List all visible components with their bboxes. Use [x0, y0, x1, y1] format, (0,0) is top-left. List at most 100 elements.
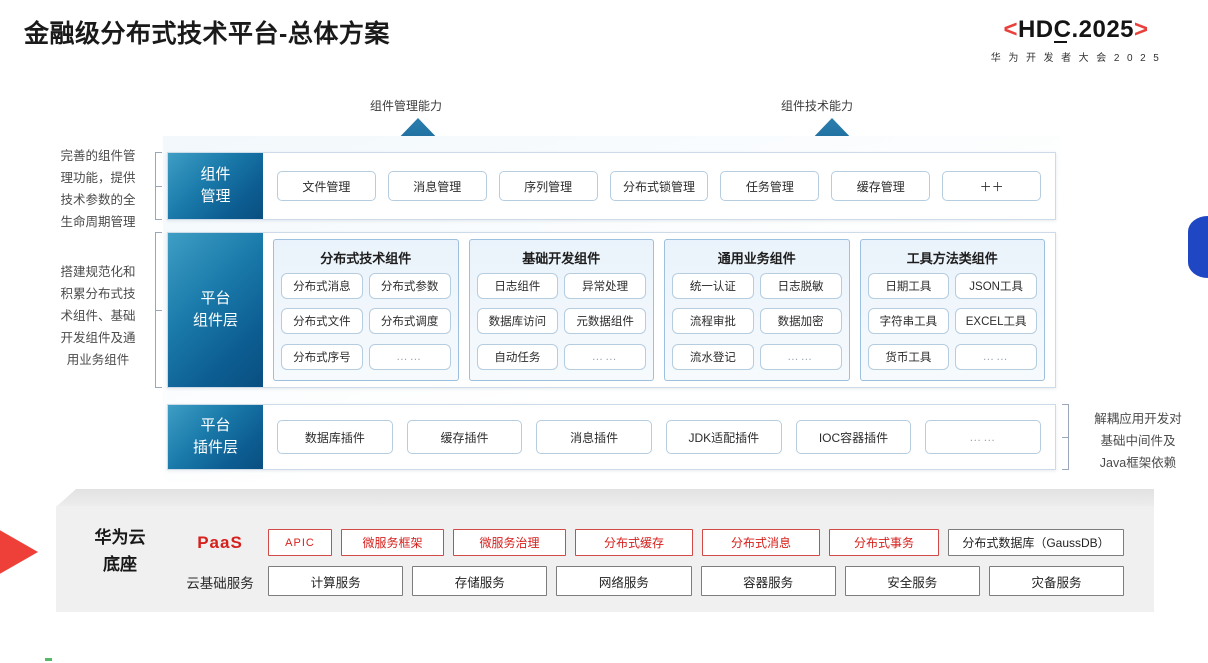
chip-microservice-framework[interactable]: 微服务框架	[341, 529, 444, 556]
pill-distributed-message[interactable]: 分布式消息	[281, 273, 363, 299]
row-platform-plugin-layer: 平台 插件层 数据库插件 缓存插件 消息插件 JDK适配插件 IOC容器插件 ……	[167, 404, 1056, 470]
chip-storage-service[interactable]: 存储服务	[412, 566, 548, 596]
pill-transaction-record[interactable]: 流水登记	[672, 343, 754, 370]
base-title-line1: 华为云	[94, 528, 146, 547]
row-label-line2: 组件层	[192, 312, 238, 329]
logo-right-bracket-icon: >	[1134, 16, 1149, 43]
hdc-logo: <HDC.2025> 华 为 开 发 者 大 会 2 0 2 5	[956, 16, 1196, 64]
chip-security-service[interactable]: 安全服务	[844, 566, 980, 596]
pill-more-tools[interactable]: ……	[955, 343, 1037, 370]
page-title: 金融级分布式技术平台-总体方案	[24, 20, 390, 48]
pill-more-plugins[interactable]: ……	[925, 420, 1042, 454]
chip-disaster-recovery-service[interactable]: 灾备服务	[988, 566, 1125, 596]
pill-message-management[interactable]: 消息管理	[387, 171, 487, 201]
chip-network-service[interactable]: 网络服务	[556, 566, 692, 596]
base-panel-top-edge	[56, 489, 1154, 507]
pill-data-encryption[interactable]: 数据加密	[759, 308, 842, 335]
row-label-platform-plugin-layer: 平台 插件层	[168, 405, 263, 469]
group-title: 分布式技术组件	[320, 251, 412, 266]
chip-apic[interactable]: APIC	[268, 529, 332, 556]
pill-json-tool[interactable]: JSON工具	[955, 273, 1037, 299]
base-panel	[56, 506, 1154, 612]
pill-automatic-task[interactable]: 自动任务	[476, 343, 559, 370]
pill-jdk-adapter-plugin[interactable]: JDK适配插件	[666, 420, 782, 454]
pill-database-access[interactable]: 数据库访问	[476, 308, 559, 335]
pill-database-plugin[interactable]: 数据库插件	[277, 420, 393, 454]
pill-cache-plugin[interactable]: 缓存插件	[406, 420, 523, 454]
pill-ioc-container-plugin[interactable]: IOC容器插件	[795, 420, 912, 454]
arrow-label-management: 组件管理能力	[370, 99, 443, 113]
pill-distributed-lock-management[interactable]: 分布式锁管理	[609, 171, 709, 201]
pill-distributed-parameter[interactable]: 分布式参数	[368, 273, 451, 299]
row-label-line1: 平台	[200, 417, 231, 435]
row-label-platform-component-layer: 平台 组件层	[168, 233, 263, 387]
right-note-plugin: 解耦应用开发对 基础中间件及 Java框架依赖	[1094, 412, 1182, 470]
pill-log-component[interactable]: 日志组件	[476, 273, 559, 299]
base-title-line2: 底座	[103, 555, 137, 575]
cloud-services-row: 计算服务 存储服务 网络服务 容器服务 安全服务 灾备服务	[268, 566, 1125, 596]
group-items: 日期工具 JSON工具 字符串工具 EXCEL工具 货币工具 ……	[867, 273, 1037, 373]
row-label-component-management: 组件 管理	[168, 153, 263, 219]
red-wedge-decoration	[0, 512, 38, 592]
pill-more-distributed[interactable]: ……	[368, 343, 451, 370]
row-body-component-management: 文件管理 消息管理 序列管理 分布式锁管理 任务管理 缓存管理 ＋＋	[263, 153, 1055, 219]
pill-log-desensitization[interactable]: 日志脱敏	[759, 273, 842, 299]
chip-distributed-database[interactable]: 分布式数据库（GaussDB）	[948, 529, 1124, 556]
row-label-line1: 组件	[200, 166, 231, 184]
left-note-management: 完善的组件管 理功能，提供 技术参数的全 生命周期管理	[60, 149, 136, 229]
chip-distributed-cache[interactable]: 分布式缓存	[575, 529, 693, 556]
group-general-business-components: 通用业务组件 统一认证 日志脱敏 流程审批 数据加密 流水登记 ……	[664, 239, 850, 381]
pill-exception-handling[interactable]: 异常处理	[564, 273, 646, 299]
pill-distributed-sequence[interactable]: 分布式序号	[281, 343, 363, 370]
row-body-platform-plugin-layer: 数据库插件 缓存插件 消息插件 JDK适配插件 IOC容器插件 ……	[263, 405, 1055, 469]
green-mark-decoration	[45, 658, 52, 661]
chip-container-service[interactable]: 容器服务	[700, 566, 836, 596]
bracket-component-layer	[155, 232, 162, 388]
arrow-label-technology: 组件技术能力	[781, 99, 854, 113]
group-title: 工具方法类组件	[906, 251, 998, 266]
pill-file-management[interactable]: 文件管理	[277, 171, 376, 201]
pill-more-basic[interactable]: ……	[564, 343, 646, 370]
pill-cache-management[interactable]: 缓存管理	[831, 171, 931, 201]
hdc-logo-subtitle: 华 为 开 发 者 大 会 2 0 2 5	[990, 53, 1162, 64]
base-title: 华为云 底座	[74, 524, 166, 578]
logo-left-bracket-icon: <	[1003, 16, 1018, 43]
pill-more-business[interactable]: ……	[759, 343, 842, 370]
bracket-management	[155, 152, 162, 220]
chip-microservice-governance[interactable]: 微服务治理	[453, 529, 566, 556]
pill-sequence-management[interactable]: 序列管理	[498, 171, 598, 201]
hdc-logo-main: <HDC.2025>	[956, 16, 1196, 44]
pill-excel-tool[interactable]: EXCEL工具	[955, 308, 1037, 335]
bracket-plugin-layer	[1062, 404, 1069, 470]
left-note-components: 搭建规范化和 积累分布式技 术组件、基础 开发组件及通 用业务组件	[60, 265, 136, 367]
row-label-line2: 管理	[200, 188, 231, 205]
group-items: 分布式消息 分布式参数 分布式文件 分布式调度 分布式序号 ……	[281, 273, 451, 373]
group-tool-method-components: 工具方法类组件 日期工具 JSON工具 字符串工具 EXCEL工具 货币工具 ……	[859, 239, 1045, 381]
paas-services-row: APIC 微服务框架 微服务治理 分布式缓存 分布式消息 分布式事务 分布式数据…	[268, 529, 1124, 556]
pill-date-tool[interactable]: 日期工具	[867, 273, 950, 299]
group-title: 通用业务组件	[717, 251, 796, 266]
logo-underline	[1054, 41, 1067, 43]
group-items: 统一认证 日志脱敏 流程审批 数据加密 流水登记 ……	[672, 273, 842, 373]
chip-compute-service[interactable]: 计算服务	[268, 566, 404, 596]
pill-distributed-file[interactable]: 分布式文件	[281, 308, 363, 335]
pill-process-approval[interactable]: 流程审批	[672, 308, 754, 335]
chip-distributed-message[interactable]: 分布式消息	[702, 529, 820, 556]
pill-metadata-component[interactable]: 元数据组件	[564, 308, 646, 335]
pill-currency-tool[interactable]: 货币工具	[867, 343, 950, 370]
cloud-row-label: 云基础服务	[186, 576, 254, 591]
pill-add-more[interactable]: ＋＋	[942, 171, 1042, 201]
group-title: 基础开发组件	[522, 251, 601, 266]
row-body-platform-component-layer: 分布式技术组件 分布式消息 分布式参数 分布式文件 分布式调度 分布式序号 ………	[263, 233, 1055, 387]
chip-distributed-transaction[interactable]: 分布式事务	[829, 529, 939, 556]
pill-unified-authentication[interactable]: 统一认证	[672, 273, 754, 299]
pill-message-plugin[interactable]: 消息插件	[536, 420, 653, 454]
group-items: 日志组件 异常处理 数据库访问 元数据组件 自动任务 ……	[476, 273, 646, 373]
pill-distributed-schedule[interactable]: 分布式调度	[368, 308, 451, 335]
pill-string-tool[interactable]: 字符串工具	[867, 308, 950, 335]
pill-task-management[interactable]: 任务管理	[720, 171, 820, 201]
group-distributed-tech-components: 分布式技术组件 分布式消息 分布式参数 分布式文件 分布式调度 分布式序号 ……	[273, 239, 459, 381]
row-label-line1: 平台	[200, 290, 231, 308]
logo-text: HDC.2025	[1017, 16, 1135, 43]
